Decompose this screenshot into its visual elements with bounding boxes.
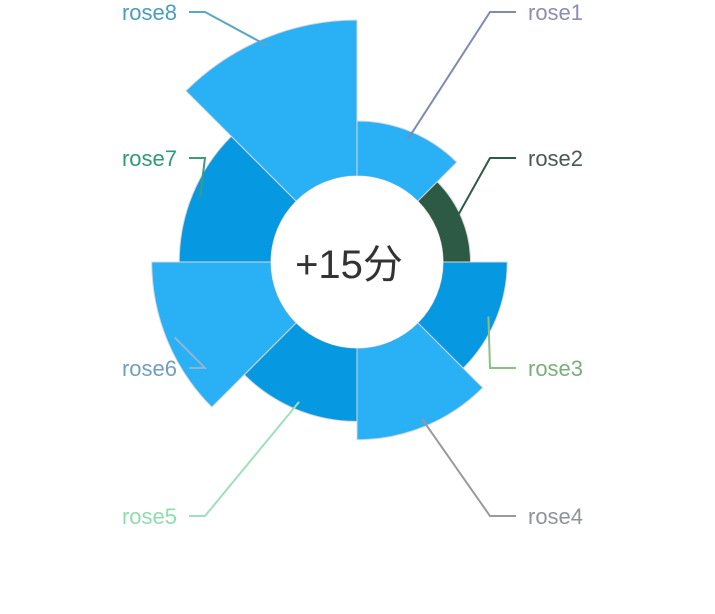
label-rose2: rose2 (528, 146, 583, 171)
leader-line-rose6 (174, 336, 208, 369)
leader-line-rose4 (421, 418, 516, 517)
leader-line-rose1 (407, 11, 516, 140)
label-rose8: rose8 (122, 0, 177, 25)
rose-slices (151, 19, 508, 441)
leader-line-rose2 (453, 157, 516, 223)
leader-line-rose8 (189, 11, 268, 47)
leader-lines (174, 11, 516, 517)
leader-line-rose5 (189, 401, 300, 517)
label-rose4: rose4 (528, 504, 583, 529)
label-rose7: rose7 (122, 146, 177, 171)
leader-line-rose3 (487, 316, 516, 369)
label-rose1: rose1 (528, 0, 583, 25)
slice-labels: rose1 rose2 rose3 rose4 rose5 rose6 rose7 rose8 (122, 0, 583, 529)
center-hole (271, 176, 443, 348)
label-rose6: rose6 (122, 356, 177, 381)
center-label: +15分 (295, 243, 403, 287)
label-rose5: rose5 (122, 504, 177, 529)
leader-line-rose7 (189, 157, 207, 198)
label-rose3: rose3 (528, 356, 583, 381)
